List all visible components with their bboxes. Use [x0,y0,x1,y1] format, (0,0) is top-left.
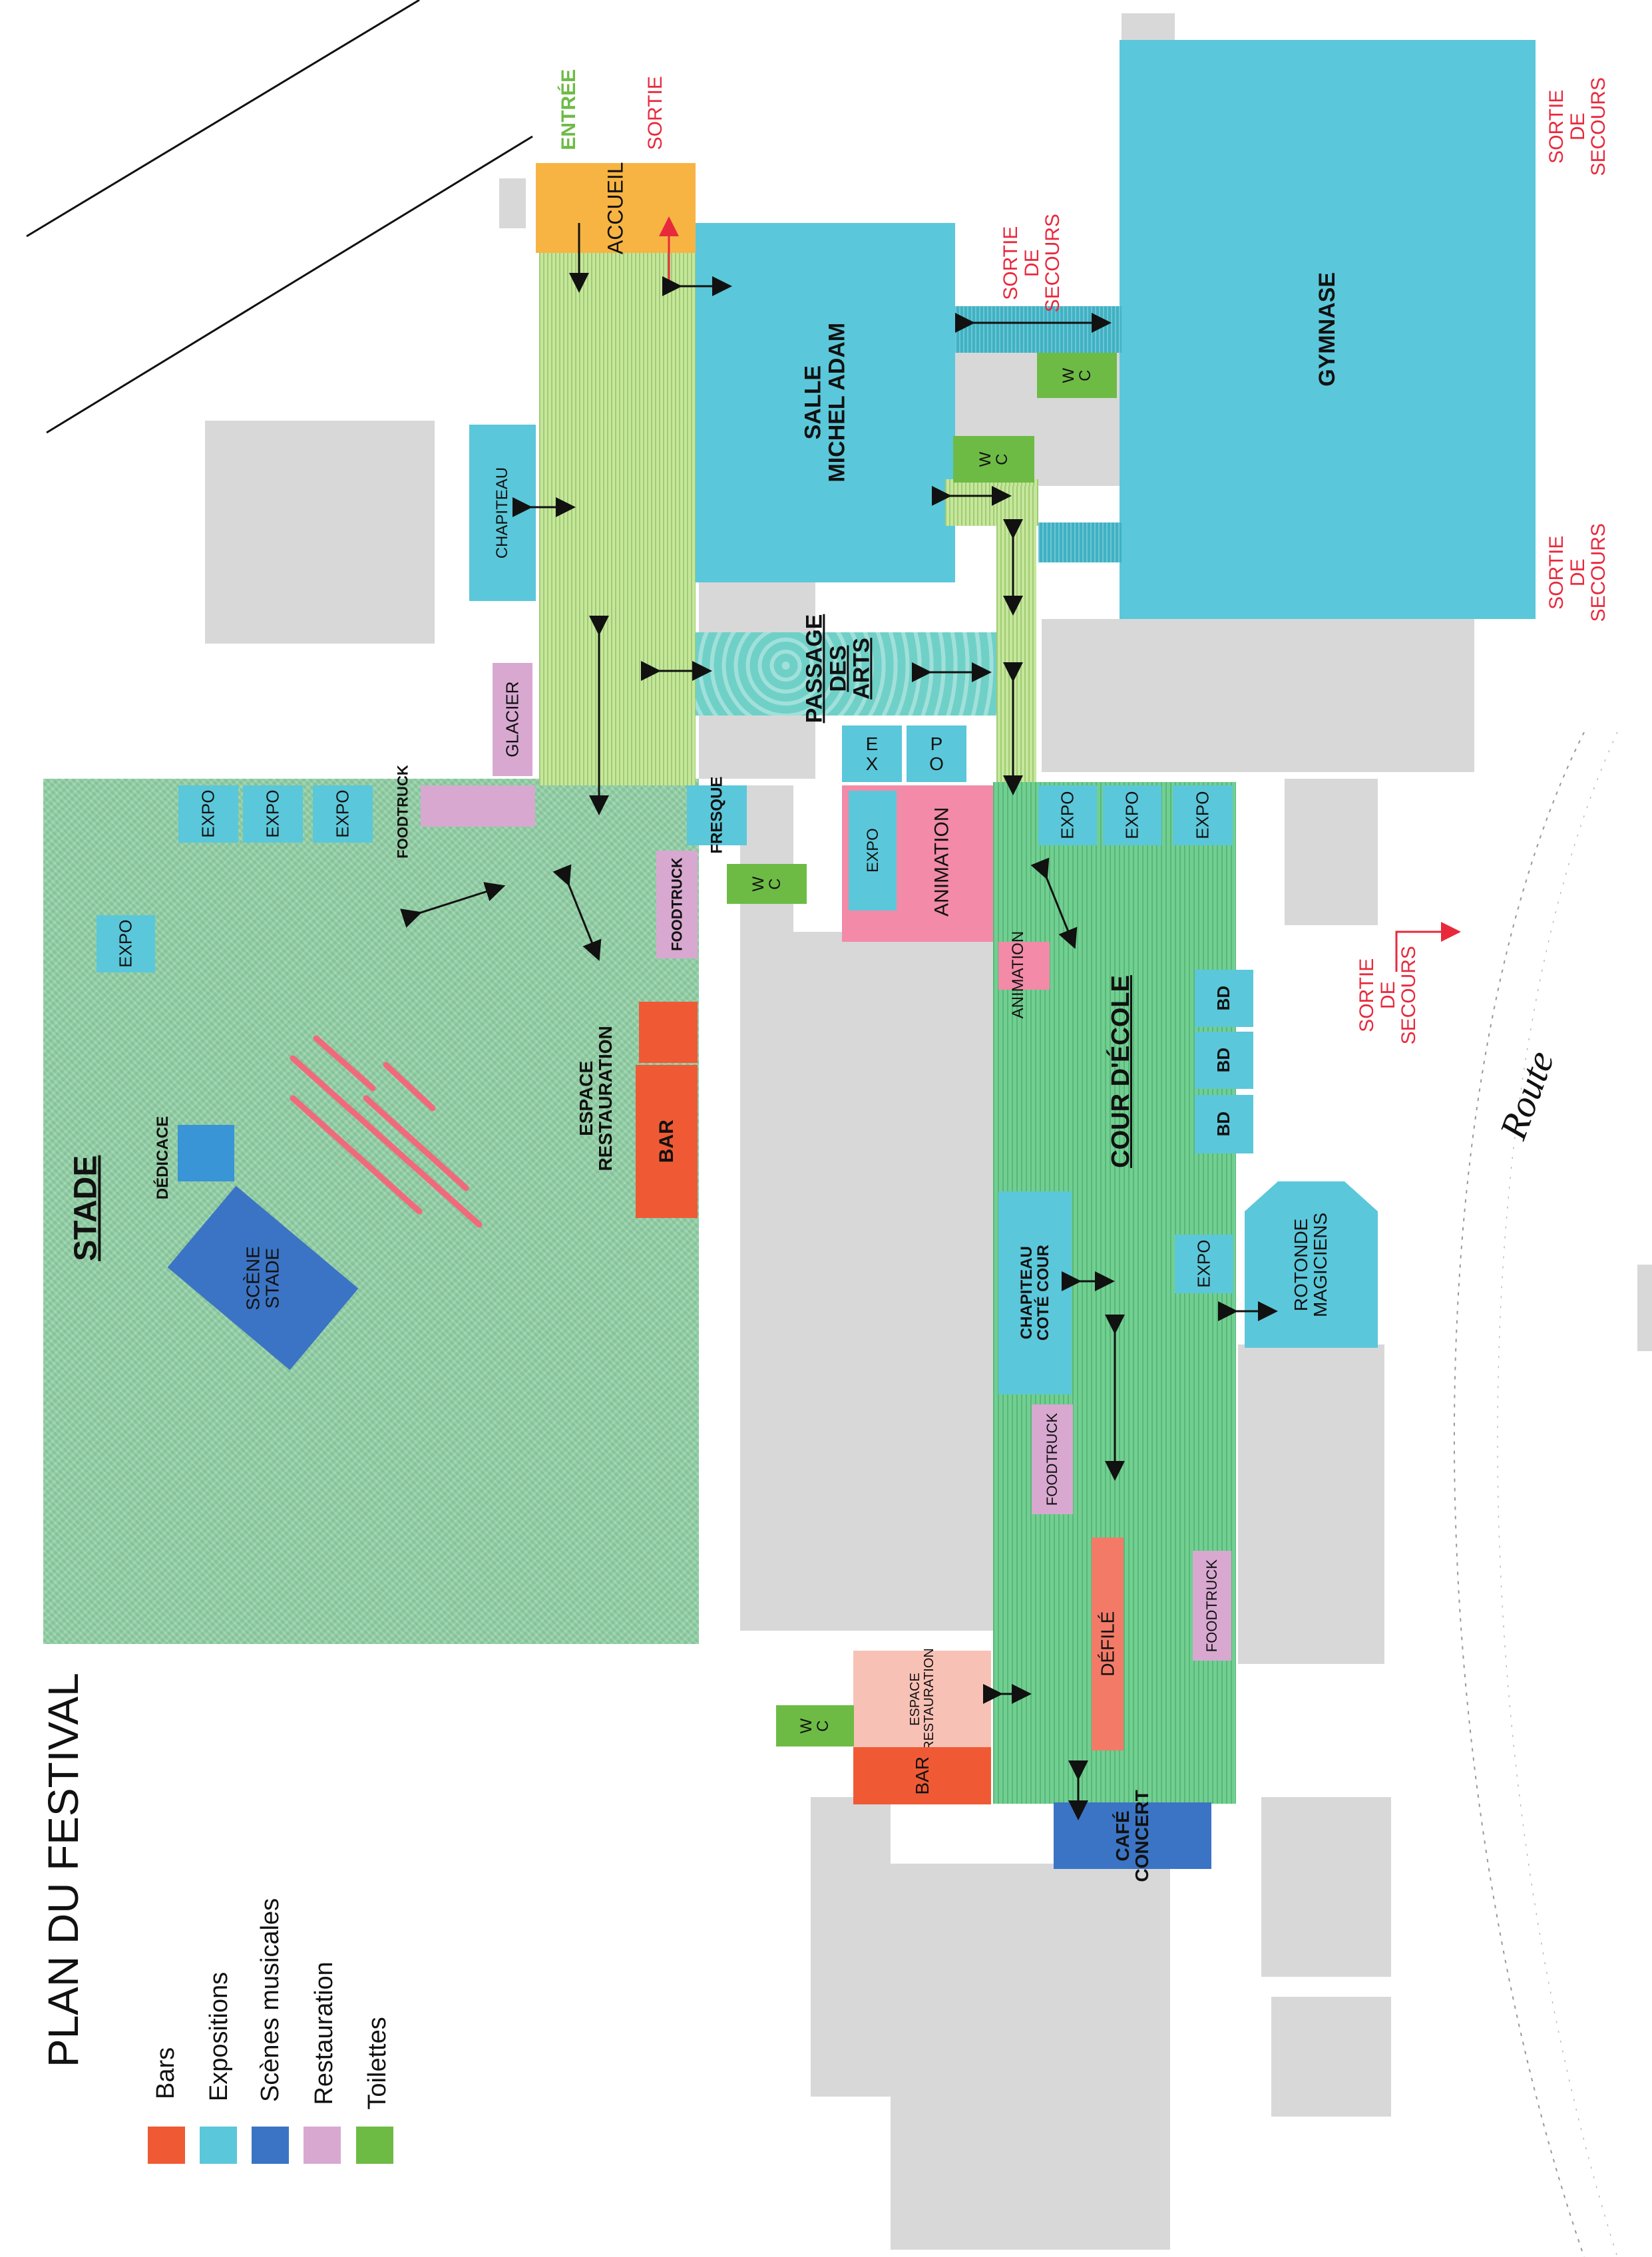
salle-michel-adam[interactable]: SALLE MICHEL ADAM [696,223,955,582]
bar-stade-top[interactable] [639,1002,698,1063]
page-title: PLAN DU FESTIVAL [39,1673,87,2068]
legend-toilettes-label-box: Toilettes [349,2003,406,2123]
legend-swatch-scenes [252,2127,289,2164]
building [1238,1344,1384,1664]
building [1637,1265,1652,1351]
expo-stade-1[interactable]: EXPO [178,785,238,843]
expo-stade-4[interactable]: EXPO [97,915,155,972]
foodtruck-stade-side[interactable]: FOODTRUCK [656,851,698,958]
bd-1[interactable]: BD [1195,970,1253,1027]
street-lines [26,0,533,434]
building [499,178,526,228]
legend-swatch-bars [148,2127,185,2164]
road-curve [1453,732,1618,2257]
foodtruck-cour-1[interactable]: FOODTRUCK [1032,1404,1073,1514]
building [1285,779,1378,925]
building [740,932,993,1631]
wc-3[interactable]: W C [727,864,807,904]
legend-swatch-restauration [304,2127,341,2164]
glacier[interactable]: GLACIER [493,663,532,776]
building [891,1864,1170,2250]
stade-markings [290,1035,483,1228]
building [1261,1797,1391,1977]
building [811,1797,891,2097]
foodtruck-cour-2[interactable]: FOODTRUCK [1193,1551,1231,1661]
legend-swatch-expositions [200,2127,237,2164]
corridor [1038,522,1122,562]
animation-cour[interactable] [998,942,1050,990]
building [205,421,435,644]
building [1271,1997,1391,2117]
bd-2[interactable]: BD [1195,1032,1253,1089]
wc-4[interactable]: W C [776,1705,854,1746]
defile[interactable]: DÉFILÉ [1092,1538,1124,1750]
espace-resto-cour[interactable]: ESPACE RESTAURATION [853,1648,991,1750]
bar-stade[interactable]: BAR [636,1065,698,1218]
title-box: PLAN DU FESTIVAL [27,1664,100,2077]
bar-cour[interactable]: BAR [853,1747,991,1804]
wc-1[interactable]: W C [1037,353,1117,398]
expo-stade-2[interactable]: EXPO [243,785,303,843]
dedicace-square[interactable] [178,1125,234,1181]
gymnase[interactable]: GYMNASE [1120,40,1536,619]
legend-swatch-toilettes [356,2127,393,2164]
fresque[interactable]: FRESQUE [687,777,747,854]
building [1042,619,1474,772]
expo-stade-3[interactable]: EXPO [313,785,373,843]
bd-3[interactable]: BD [1195,1095,1253,1153]
chapiteau-cour[interactable]: CHAPITEAU COTÉ COUR [998,1191,1072,1394]
building [740,785,793,938]
legend-label-scenes: Scènes musicales [256,1898,285,2103]
expo-cour-2[interactable]: EXPO [1103,785,1161,845]
building [1122,13,1175,40]
entrance-lane [539,250,696,785]
expo-cour-4[interactable]: EXPO [1175,1235,1233,1293]
expo-cour-1[interactable]: EXPO [1038,785,1097,845]
legend-scenes-label-box: Scènes musicales [243,1877,300,2123]
wc-2[interactable]: W C [953,436,1034,483]
legend-label-bars: Bars [152,2047,180,2100]
foodtruck-stade-top[interactable] [421,785,535,827]
legend-expositions-label-box: Expositions [193,1950,246,2123]
legend-label-restauration: Restauration [310,1961,338,2105]
legend-label-expositions: Expositions [205,1971,234,2102]
expo-animation[interactable]: EXPO [849,791,897,911]
expo-cour-3[interactable]: EXPO [1173,785,1233,845]
legend-bars-label-box: Bars [140,2023,193,2123]
legend-label-toilettes: Toilettes [363,2017,391,2110]
legend-restauration-label-box: Restauration [296,1944,353,2123]
